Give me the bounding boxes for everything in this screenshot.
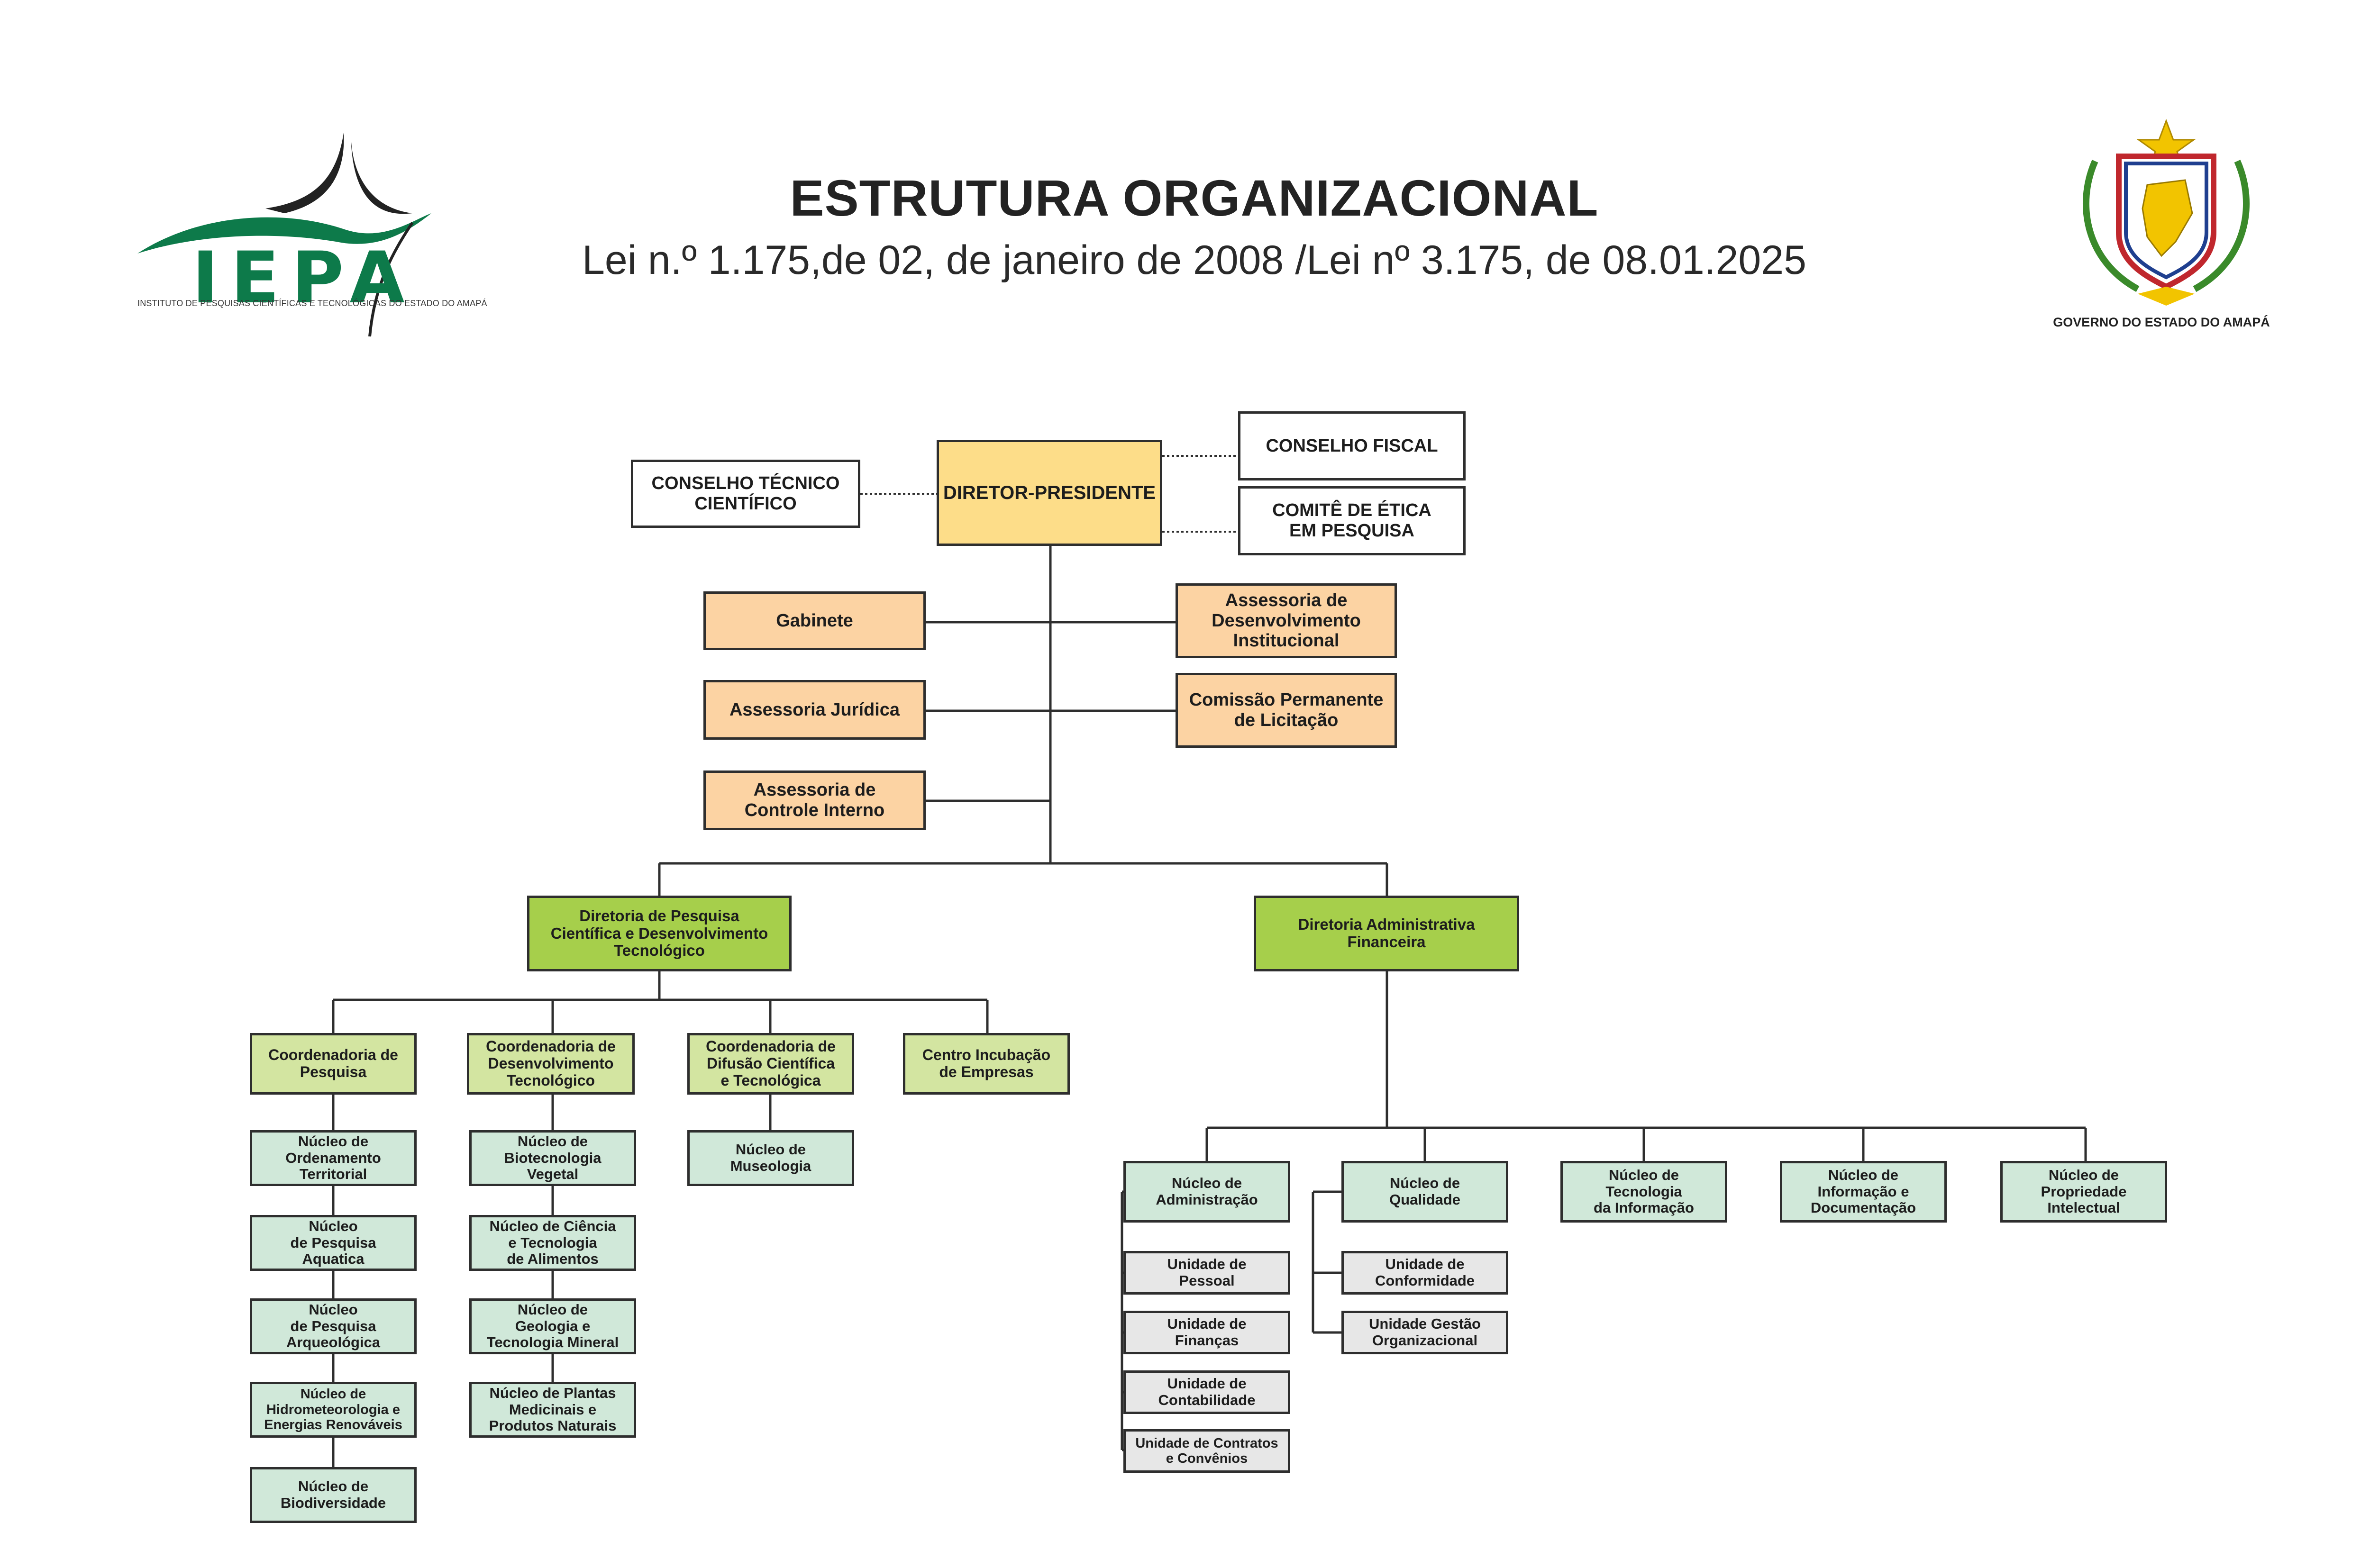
nucleo-biodiversidade-box: Núcleo de Biodiversidade: [250, 1467, 417, 1523]
centro-incubacao-box: Centro Incubação de Empresas: [903, 1033, 1070, 1095]
assessoria-juridica-box: Assessoria Jurídica: [703, 680, 926, 740]
nucleo-qualidade-box: Núcleo de Qualidade: [1341, 1161, 1508, 1223]
assessoria-controle-interno-box: Assessoria de Controle Interno: [703, 770, 926, 830]
comissao-licitacao-box: Comissão Permanente de Licitação: [1176, 673, 1397, 748]
page-title: ESTRUTURA ORGANIZACIONAL: [790, 169, 1599, 227]
unidade-contabilidade-box: Unidade de Contabilidade: [1123, 1370, 1290, 1414]
coord-difusao-box: Coordenadoria de Difusão Científica e Te…: [687, 1033, 854, 1095]
coord-desenvolvimento-box: Coordenadoria de Desenvolvimento Tecnoló…: [467, 1033, 635, 1095]
nucleo-ordenamento-box: Núcleo de Ordenamento Territorial: [250, 1130, 417, 1186]
nucleo-arqueologica-box: Núcleo de Pesquisa Arqueológica: [250, 1298, 417, 1354]
nucleo-alimentos-box: Núcleo de Ciência e Tecnologia de Alimen…: [469, 1215, 636, 1271]
iepa-logo: [137, 130, 431, 337]
iepa-caption: INSTITUTO DE PESQUISAS CIENTÍFICAS E TEC…: [137, 299, 487, 308]
nucleo-propriedade-box: Núcleo de Propriedade Intelectual: [2000, 1161, 2167, 1223]
comite-etica-box: COMITÊ DE ÉTICA EM PESQUISA: [1238, 486, 1466, 555]
nucleo-geologia-box: Núcleo de Geologia e Tecnologia Mineral: [469, 1298, 636, 1354]
conselho-fiscal-box: CONSELHO FISCAL: [1238, 411, 1466, 480]
coord-pesquisa-box: Coordenadoria de Pesquisa: [250, 1033, 417, 1095]
unidade-conformidade-box: Unidade de Conformidade: [1341, 1251, 1508, 1295]
nucleo-plantas-box: Núcleo de Plantas Medicinais e Produtos …: [469, 1382, 636, 1438]
government-caption: GOVERNO DO ESTADO DO AMAPÁ: [2053, 315, 2270, 329]
director-president-box: DIRETOR-PRESIDENTE: [937, 440, 1162, 546]
assessoria-desenvolvimento-box: Assessoria de Desenvolvimento Institucio…: [1176, 583, 1397, 658]
nucleo-ti-box: Núcleo de Tecnologia da Informação: [1560, 1161, 1727, 1223]
unidade-gestao-box: Unidade Gestão Organizacional: [1341, 1311, 1508, 1354]
unidade-contratos-box: Unidade de Contratos e Convênios: [1123, 1429, 1290, 1473]
nucleo-biotecnologia-box: Núcleo de Biotecnologia Vegetal: [469, 1130, 636, 1186]
unidade-financas-box: Unidade de Finanças: [1123, 1311, 1290, 1354]
nucleo-hidrometeorologia-box: Núcleo de Hidrometeorologia e Energias R…: [250, 1382, 417, 1438]
nucleo-documentacao-box: Núcleo de Informação e Documentação: [1780, 1161, 1947, 1223]
amapa-coat-of-arms-icon: [2083, 118, 2250, 306]
unidade-pessoal-box: Unidade de Pessoal: [1123, 1251, 1290, 1295]
iepa-wordmark: IEPA: [192, 237, 417, 319]
page-subtitle: Lei n.º 1.175,de 02, de janeiro de 2008 …: [582, 237, 1806, 283]
nucleo-aquatica-box: Núcleo de Pesquisa Aquatica: [250, 1215, 417, 1271]
diretoria-pesquisa-box: Diretoria de Pesquisa Científica e Desen…: [527, 896, 792, 971]
nucleo-museologia-box: Núcleo de Museologia: [687, 1130, 854, 1186]
conselho-tecnico-cientifico-box: CONSELHO TÉCNICO CIENTÍFICO: [631, 460, 860, 528]
diretoria-administrativa-box: Diretoria Administrativa Financeira: [1254, 896, 1519, 971]
nucleo-administracao-box: Núcleo de Administração: [1123, 1161, 1290, 1223]
gabinete-box: Gabinete: [703, 591, 926, 650]
